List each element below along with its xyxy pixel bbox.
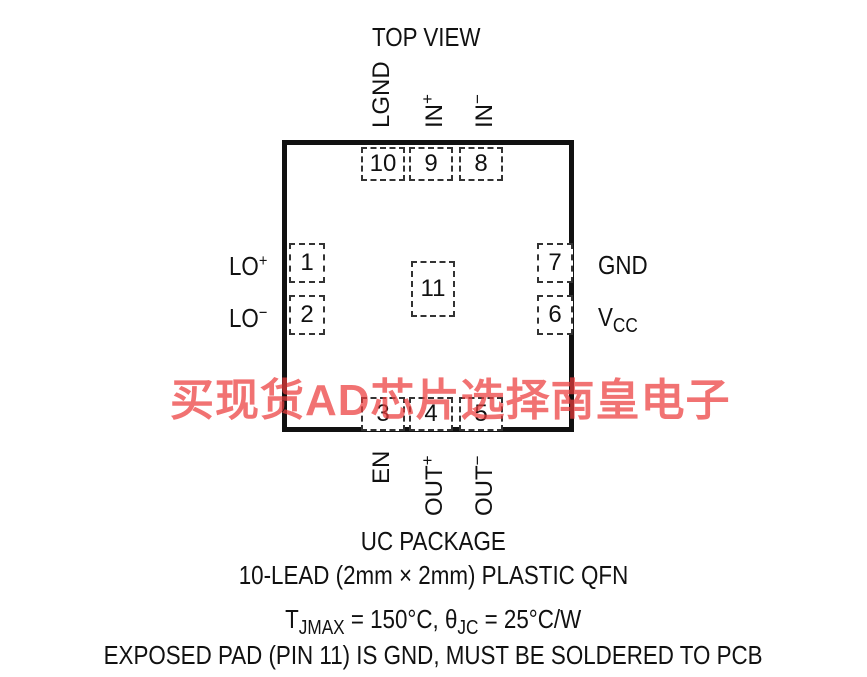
label-gnd: GND [598,250,648,280]
label-out-minus: OUT− [468,455,499,516]
pin-number: 10 [369,150,397,177]
pin-1: 1 [289,243,325,283]
package-name: UC PACKAGE [0,528,867,554]
jc-value: = 25°C/W [478,604,582,634]
label-text: OUT [471,465,498,516]
label-lo-minus: LO− [229,304,267,331]
label-superscript: − [258,303,268,322]
label-text: IN [471,104,498,128]
thermal-spec-line: TJMAX = 150°C, θJC = 25°C/W [285,606,581,638]
label-text: LO [229,303,259,333]
label-text: IN [421,104,448,128]
label-in-minus: IN− [468,94,499,128]
package-description: 10-LEAD (2mm × 2mm) PLASTIC QFN [0,562,867,588]
package-description-text: 10-LEAD (2mm × 2mm) PLASTIC QFN [238,560,629,590]
label-in-plus: IN+ [418,94,449,128]
label-lgnd: LGND [368,61,396,128]
label-superscript: − [468,455,487,466]
tj-subscript: JMAX [299,617,346,639]
pin-number: 8 [474,150,488,177]
exposed-pad-note-text: EXPOSED PAD (PIN 11) IS GND, MUST BE SOL… [104,640,763,670]
label-text: V [598,302,613,332]
exposed-pad-note: EXPOSED PAD (PIN 11) IS GND, MUST BE SOL… [0,642,867,668]
pin-4: 4 [409,397,453,431]
pin-7: 7 [537,243,573,283]
watermark-text: 买现货AD芯片选择南皇电子 [170,376,731,425]
pin-11-exposed-pad: 11 [411,261,455,317]
pin-number: 4 [424,400,438,427]
label-superscript: + [418,455,437,466]
pin-10: 10 [361,147,405,181]
pin-number: 2 [300,301,314,328]
pin-number: 1 [300,249,314,276]
label-text: LGND [368,61,395,128]
label-superscript: + [418,94,437,104]
pin-number: 6 [548,301,562,328]
pin-6: 6 [537,295,573,335]
pin-8: 8 [459,147,503,181]
pin-5: 5 [459,397,503,431]
thermal-spec: TJMAX = 150°C, θJC = 25°C/W [0,606,867,638]
pin-2: 2 [289,295,325,335]
pin-number: 3 [376,400,390,427]
label-vcc: VCC [598,304,638,336]
label-out-plus: OUT+ [418,455,449,516]
pin-9: 9 [409,147,453,181]
label-text: LO [229,251,259,281]
pin-number: 9 [424,150,438,177]
label-subscript: CC [612,315,638,337]
label-superscript: + [258,251,268,270]
pin-3: 3 [361,397,405,431]
label-lo-plus: LO+ [229,252,267,279]
pin-number: 11 [420,275,446,302]
jc-subscript: JC [457,617,479,639]
chip-body: 10 9 8 1 2 7 6 11 3 4 5 [282,140,574,432]
diagram-title: TOP VIEW [372,22,481,52]
package-name-text: UC PACKAGE [361,526,506,556]
label-superscript: − [468,94,487,104]
tj-value: = 150°C, θ [345,604,458,634]
tj-symbol: T [285,604,300,634]
pin-number: 7 [548,249,562,276]
label-en: EN [368,451,396,484]
pin-number: 5 [474,400,488,427]
label-text: EN [368,450,395,484]
label-text: OUT [421,465,448,516]
